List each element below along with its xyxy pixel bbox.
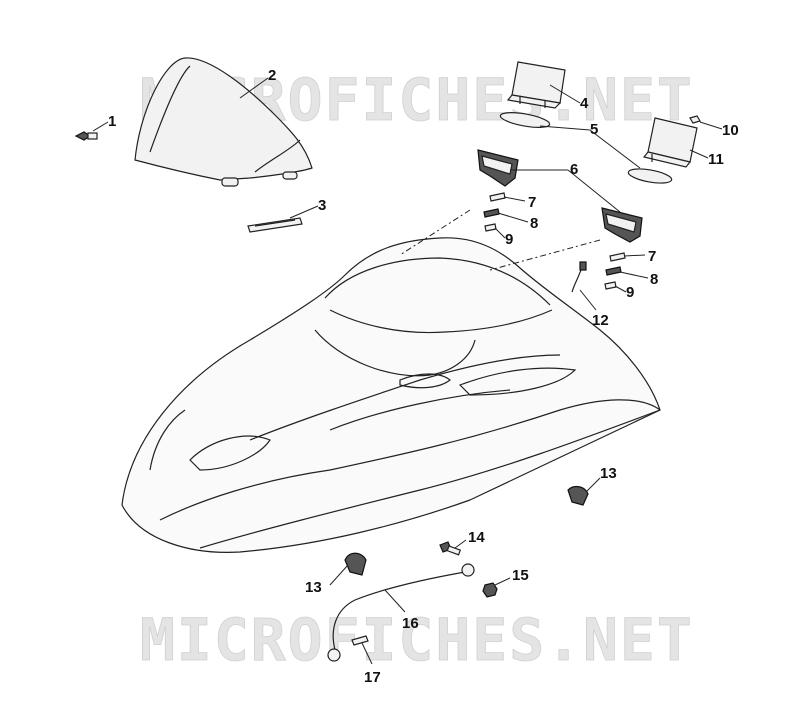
grommet-part-8a xyxy=(483,208,500,218)
callout-4: 4 xyxy=(580,95,589,112)
gauge-cover-part-11 xyxy=(642,117,698,168)
callout-10: 10 xyxy=(722,122,739,139)
callout-5: 5 xyxy=(590,121,598,138)
callout-7a: 7 xyxy=(528,194,536,211)
tether-part-16 xyxy=(327,563,475,662)
nut-part-9a xyxy=(484,223,497,232)
callout-8b: 8 xyxy=(650,271,658,288)
callout-7b: 7 xyxy=(648,248,656,265)
clip-part-3 xyxy=(247,217,303,233)
callout-17: 17 xyxy=(364,669,381,686)
pin-part-17 xyxy=(351,635,369,646)
callout-13a: 13 xyxy=(305,579,322,596)
nut-part-9b xyxy=(604,281,617,290)
callout-9b: 9 xyxy=(626,284,634,301)
watermark-bottom: MICROFICHES.NET xyxy=(140,606,694,674)
leader-lines xyxy=(92,77,723,665)
gauge-cover-part-4 xyxy=(506,61,566,109)
windshield-part-2 xyxy=(134,57,313,187)
callout-6: 6 xyxy=(570,161,578,178)
bezel-part-6b xyxy=(601,207,643,243)
gasket-part-5a xyxy=(499,112,551,128)
gasket-part-5b xyxy=(627,168,673,184)
grommet-part-8b xyxy=(605,266,622,276)
nut-part-15 xyxy=(482,582,498,598)
screw-part-1 xyxy=(74,131,98,141)
harness-part-12 xyxy=(571,261,587,293)
callout-14: 14 xyxy=(468,529,485,546)
callout-13b: 13 xyxy=(600,465,617,482)
bezel-part-6a xyxy=(477,149,519,187)
callout-12: 12 xyxy=(592,312,609,329)
callout-9a: 9 xyxy=(505,231,513,248)
assembly-line-b xyxy=(489,239,601,271)
screw-part-10 xyxy=(689,115,701,124)
spring-part-7a xyxy=(489,192,506,202)
callout-11: 11 xyxy=(708,151,724,168)
callout-2: 2 xyxy=(268,67,276,84)
hood-body xyxy=(121,237,661,553)
clip-part-13a xyxy=(344,552,367,576)
callout-3: 3 xyxy=(318,197,326,214)
callout-16: 16 xyxy=(402,615,419,632)
bolt-part-14 xyxy=(439,541,462,556)
callout-8a: 8 xyxy=(530,215,538,232)
spring-part-7b xyxy=(609,252,626,262)
clip-part-13b xyxy=(567,485,589,506)
callout-15: 15 xyxy=(512,567,529,584)
callout-1: 1 xyxy=(108,113,116,130)
